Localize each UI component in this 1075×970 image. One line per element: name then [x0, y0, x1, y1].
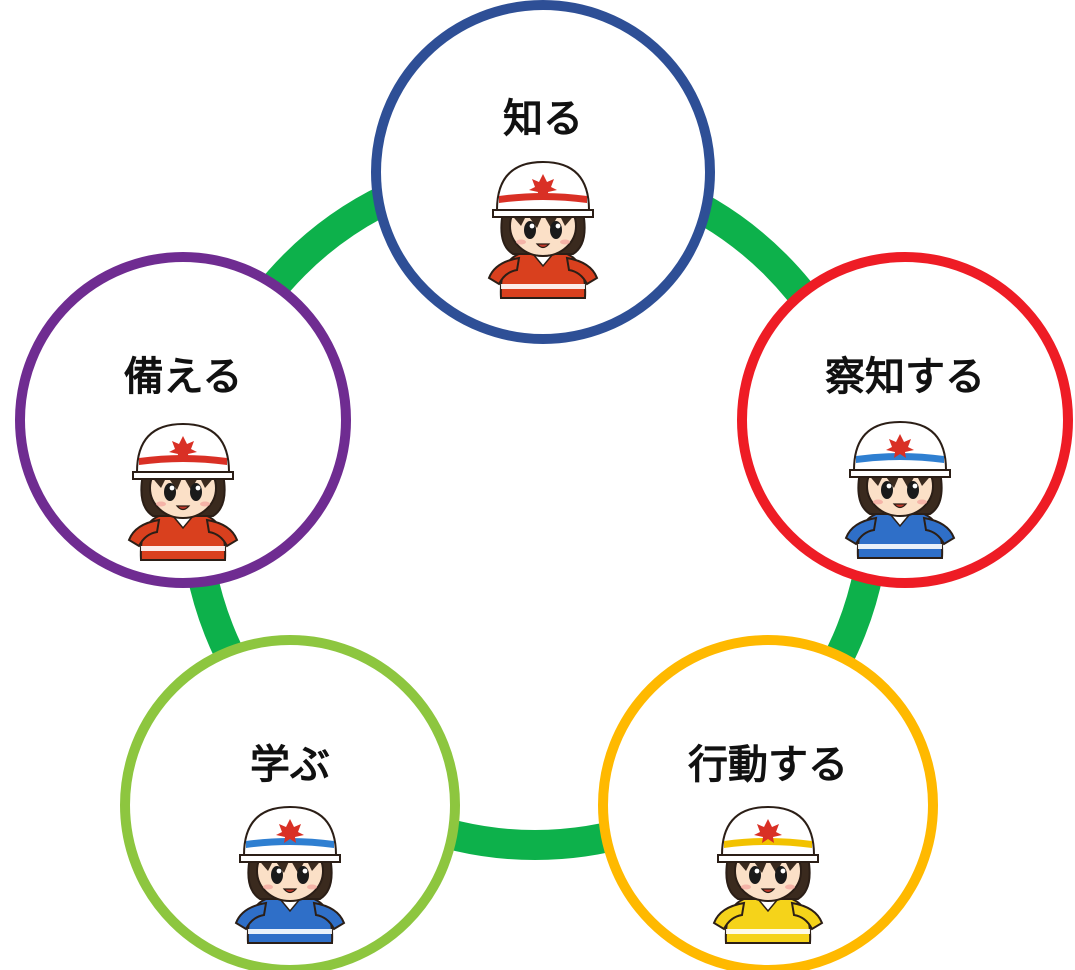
node-know: 知る [371, 0, 715, 344]
node-prepare-circle [15, 252, 351, 588]
node-detect-circle [737, 252, 1073, 588]
node-detect-label: 察知する [825, 354, 985, 400]
node-act-label: 行動する [688, 742, 848, 788]
node-know-label: 知る [503, 96, 583, 142]
node-act: 行動する [598, 635, 938, 970]
node-detect: 察知する [737, 252, 1073, 588]
node-learn-circle [120, 635, 460, 970]
node-act-circle [598, 635, 938, 970]
mascot-detect-icon [844, 420, 956, 559]
node-prepare-label: 備える [124, 354, 243, 400]
mascot-act-icon [712, 805, 824, 944]
node-learn-label: 学ぶ [250, 742, 330, 788]
mascot-prepare-icon [127, 422, 239, 561]
mascot-learn-icon [234, 805, 346, 944]
node-learn: 学ぶ [120, 635, 460, 970]
mascot-know-icon [487, 160, 599, 299]
node-prepare: 備える [15, 252, 351, 588]
